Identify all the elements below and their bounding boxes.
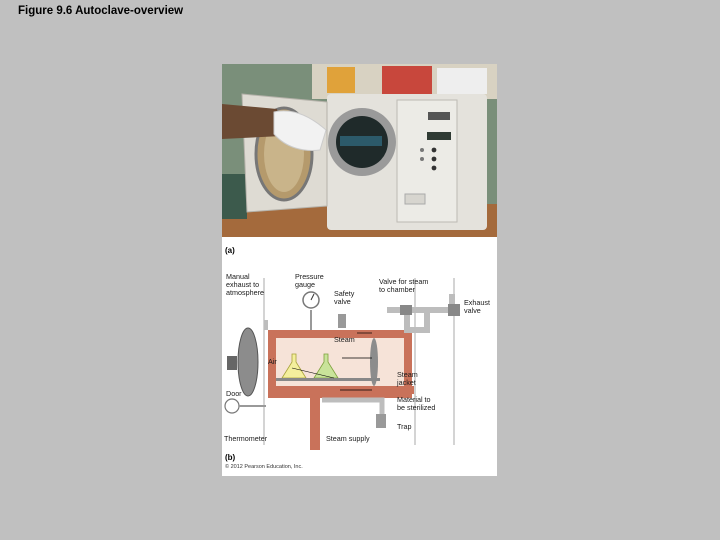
label-trap: Trap	[397, 422, 412, 431]
figure-panel: (a)	[222, 64, 497, 476]
label-door: Door	[226, 389, 242, 398]
panel-a-label: (a)	[225, 246, 235, 255]
figure-title: Figure 9.6 Autoclave-overview	[18, 5, 184, 17]
panel-b-label: (b)	[225, 453, 236, 462]
label-exhaust-valve: Exhaust valve	[464, 298, 490, 315]
label-pressure-gauge: Pressure gauge	[295, 272, 324, 289]
label-steam-jacket: Steam jacket	[397, 370, 418, 387]
label-air: Air	[268, 357, 277, 366]
label-steam: Steam	[334, 335, 355, 344]
autoclave-photo	[222, 64, 497, 237]
label-valve-for-steam: Valve for steam to chamber	[379, 277, 429, 294]
label-thermometer: Thermometer	[224, 434, 268, 443]
label-material: Material to be sterilized	[397, 395, 436, 412]
copyright-notice: © 2012 Pearson Education, Inc.	[225, 464, 303, 470]
label-steam-supply: Steam supply	[326, 434, 370, 443]
label-safety-valve: Safety valve	[334, 289, 355, 306]
autoclave-diagram	[224, 278, 460, 450]
label-manual-exhaust: Manual exhaust to atmosphere	[226, 272, 264, 297]
